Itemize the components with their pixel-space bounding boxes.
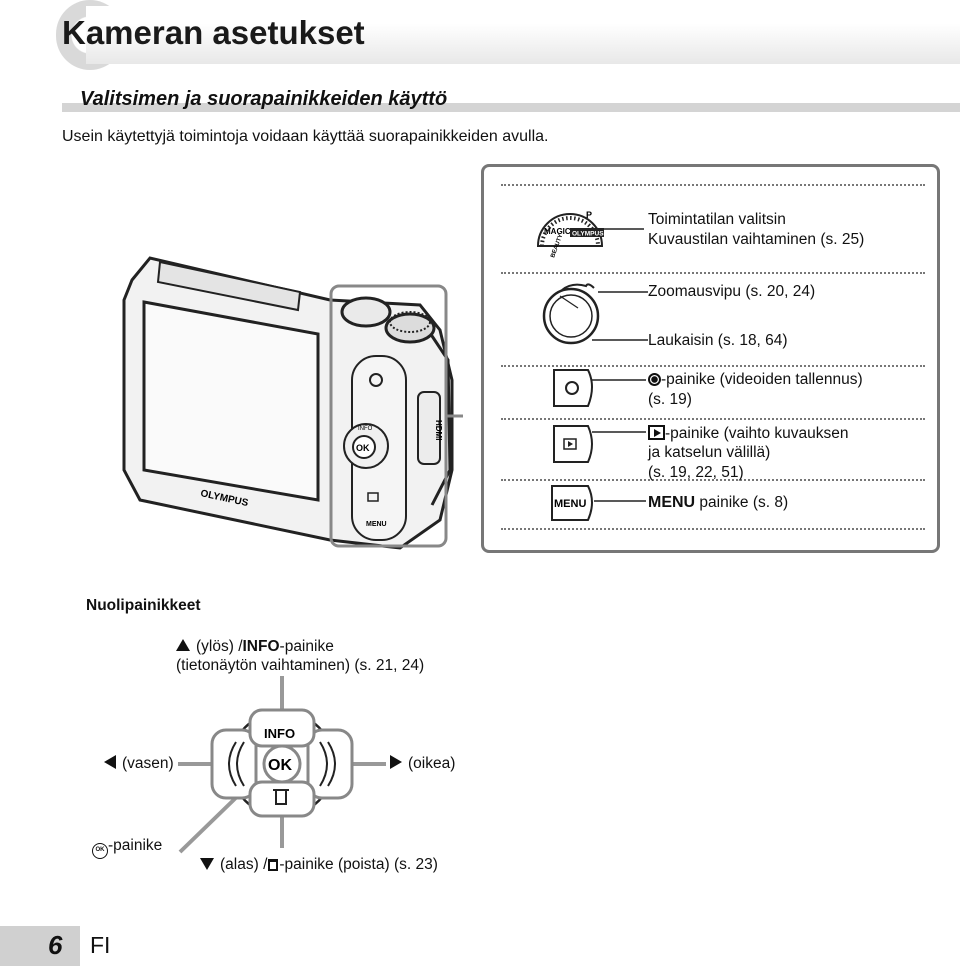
- divider: [501, 272, 925, 274]
- mode-dial-icon: MAGIC BEAUTY OLYMPUS P: [536, 210, 604, 259]
- camera-info-text: INFO: [358, 426, 373, 432]
- page-number: 6: [48, 930, 63, 960]
- dial-text: OLYMPUS: [572, 231, 604, 238]
- page-title: Kameran asetukset: [62, 14, 365, 51]
- movie-label-page: (s. 19): [648, 391, 692, 408]
- section-title: Valitsimen ja suorapainikkeiden käyttö: [80, 88, 448, 110]
- left-label: (vasen): [104, 754, 174, 774]
- pad-ok-text: OK: [268, 757, 292, 774]
- up-label-desc: (tietonäytön vaihtaminen) (s. 21, 24): [176, 657, 425, 674]
- ok-circle-icon: OK: [92, 843, 108, 859]
- page-footer-band: [0, 926, 80, 966]
- section-intro: Usein käytettyjä toimintoja voidaan käyt…: [62, 128, 549, 145]
- divider: [501, 184, 925, 186]
- subtitle-rule: [62, 103, 960, 112]
- mode-dial-label: Toimintatilan valitsin: [648, 211, 786, 228]
- header-bar: [86, 6, 960, 64]
- trash-icon: [268, 859, 279, 871]
- divider: [501, 365, 925, 367]
- left-triangle-icon: [104, 755, 116, 769]
- divider: [501, 479, 925, 481]
- zoom-shutter-icon: [542, 283, 648, 345]
- pad-info-text: INFO: [264, 726, 295, 741]
- ok-label: OK-painike: [92, 836, 162, 859]
- menu-button-icon: MENU: [551, 485, 646, 521]
- camera-hdmi-text: HDMI: [434, 420, 443, 440]
- mode-dial-desc: Kuvaustilan vaihtaminen (s. 25): [648, 231, 865, 248]
- leader-line: [604, 228, 644, 230]
- dial-text: P: [586, 210, 592, 220]
- playback-label-2: ja katselun välillä): [648, 444, 771, 461]
- divider: [501, 418, 925, 420]
- menu-label: MENU painike (s. 8): [648, 494, 789, 511]
- playback-icon: [648, 425, 665, 440]
- arrow-section-title: Nuolipainikkeet: [86, 597, 201, 614]
- camera-illustration: OLYMPUS HDMI OK INFO MENU: [122, 256, 463, 550]
- divider: [501, 528, 925, 530]
- right-triangle-icon: [390, 755, 402, 769]
- zoom-label: Zoomausvipu (s. 20, 24): [648, 283, 816, 300]
- down-triangle-icon: [200, 858, 214, 870]
- playback-label-3: (s. 19, 22, 51): [648, 464, 744, 481]
- menu-button-text: MENU: [554, 498, 586, 510]
- up-label: (ylös) /INFO-painike: [176, 637, 334, 657]
- camera-ok-text: OK: [356, 443, 370, 453]
- camera-menu-text: MENU: [366, 521, 387, 528]
- dial-text: MAGIC: [544, 227, 571, 236]
- page-language: FI: [90, 932, 111, 958]
- movie-record-icon: [648, 373, 661, 386]
- up-triangle-icon: [176, 639, 190, 651]
- movie-label: -painike (videoiden tallennus): [648, 370, 863, 390]
- down-label: (alas) /-painike (poista) (s. 23): [200, 855, 438, 875]
- right-label: (oikea): [390, 754, 455, 774]
- playback-label: -painike (vaihto kuvauksen: [648, 423, 849, 444]
- movie-button-icon: [553, 369, 646, 407]
- arrow-pad-diagram: INFO OK: [178, 676, 386, 854]
- playback-button-icon: [553, 425, 646, 463]
- shutter-label: Laukaisin (s. 18, 64): [648, 332, 788, 349]
- header-band: [56, 0, 960, 70]
